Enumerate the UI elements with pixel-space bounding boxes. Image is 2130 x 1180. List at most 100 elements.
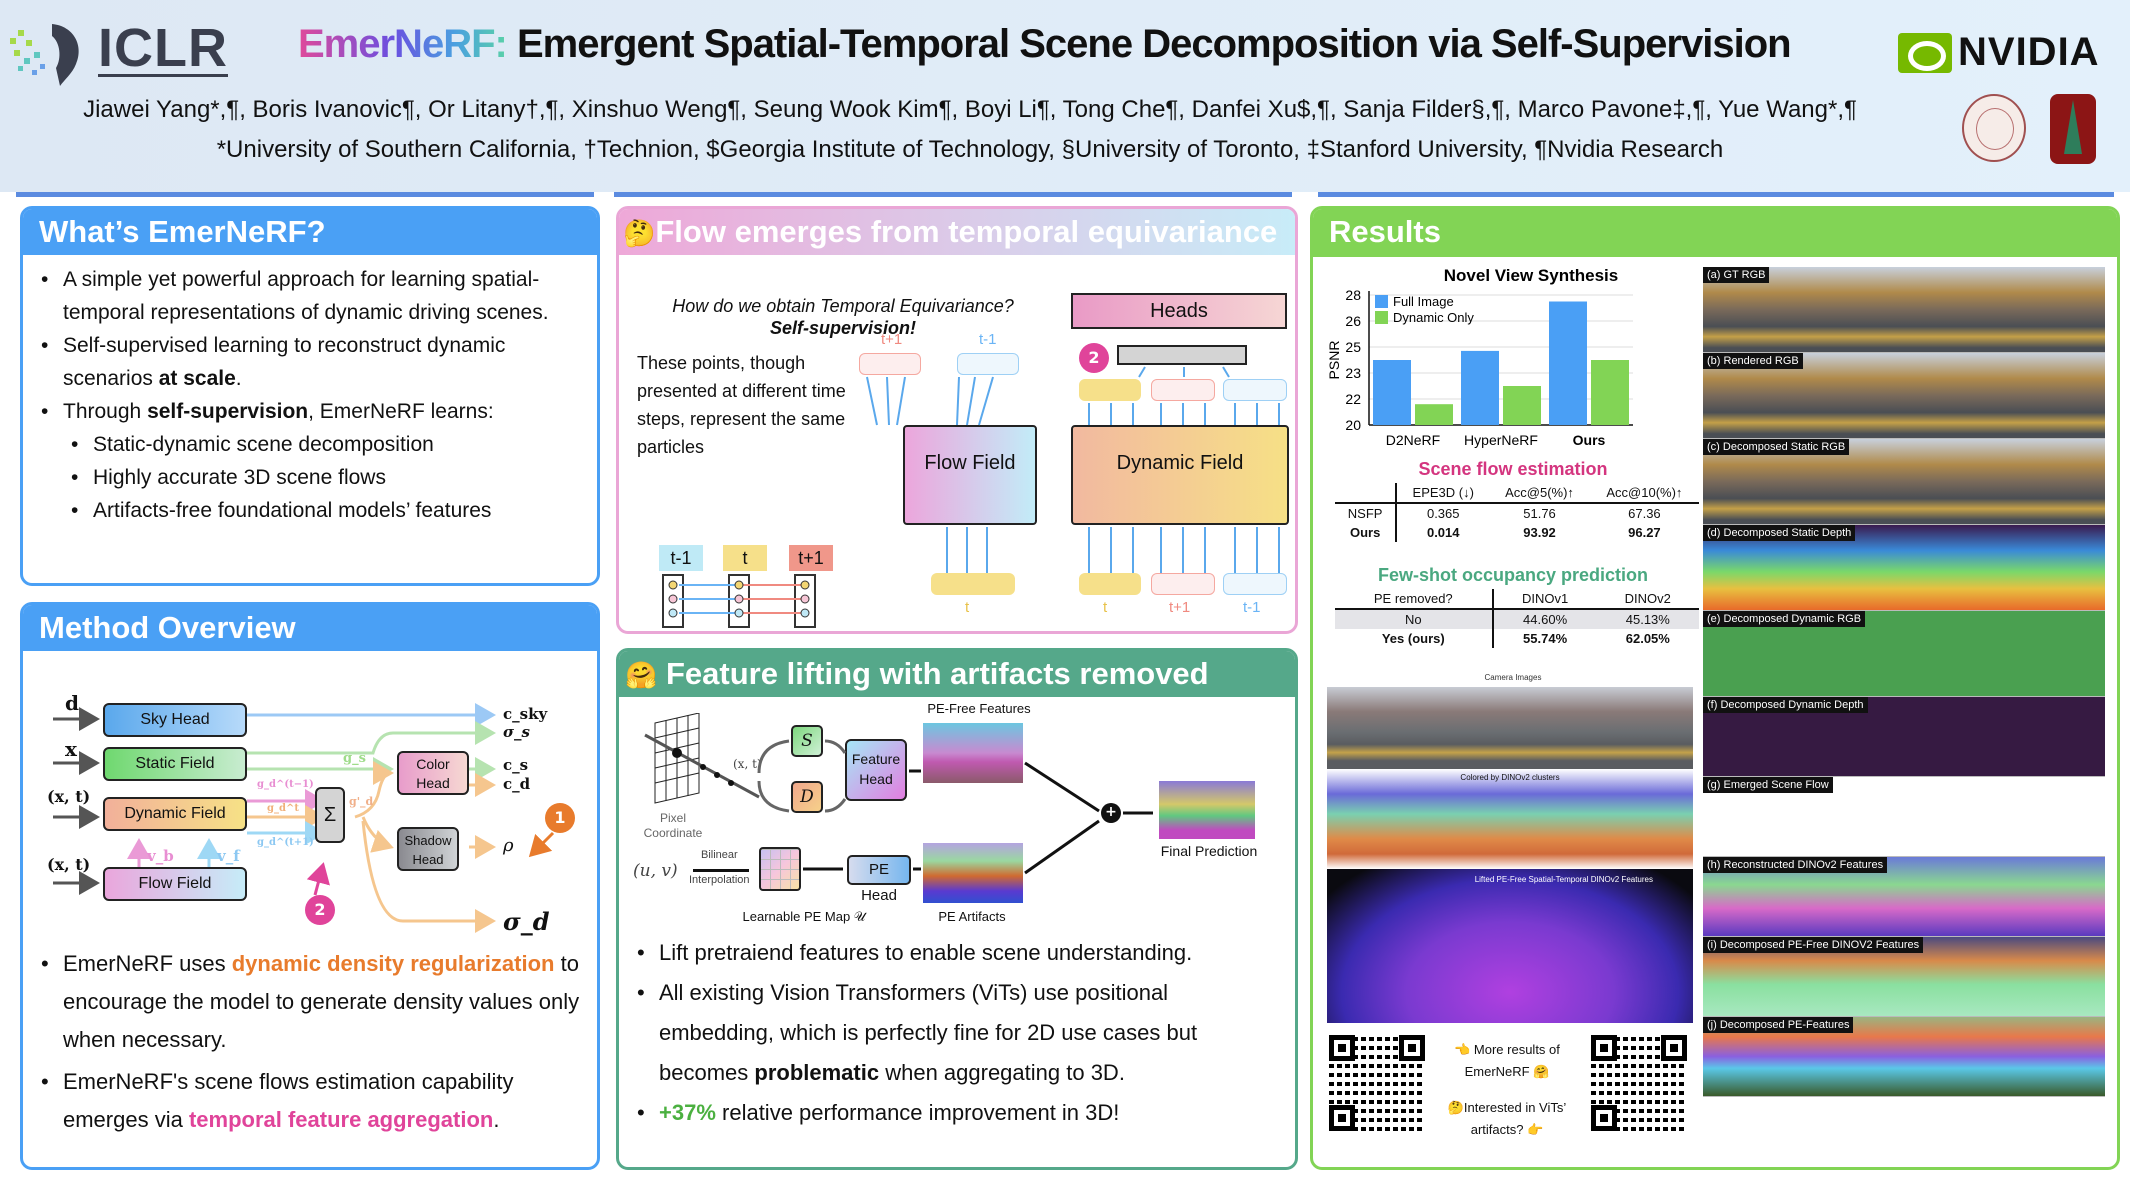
y-tick-label: 25 xyxy=(1345,339,1361,355)
result-strip-image: (e) Decomposed Dynamic RGB xyxy=(1703,611,2105,697)
nvidia-logo: NVIDIA xyxy=(1898,30,2100,75)
poster-header: ICLR EmerNeRF: Emergent Spatial-Temporal… xyxy=(0,0,2130,192)
strip-label: (b) Rendered RGB xyxy=(1703,353,1803,369)
time-label-t: t xyxy=(1103,599,1108,616)
strip-label: (f) Decomposed Dynamic Depth xyxy=(1703,697,1868,713)
camera-images-label: Camera Images xyxy=(1484,673,1542,682)
list-item: Artifacts-free foundational models’ feat… xyxy=(37,494,587,527)
stanford-logo-icon xyxy=(2050,94,2096,164)
method-arrows xyxy=(53,703,555,933)
list-item: All existing Vision Transformers (ViTs) … xyxy=(633,973,1285,1093)
table-header-row: EPE3D (↓)Acc@5(%)↑Acc@10(%)↑ xyxy=(1335,483,1699,504)
conference-name: ICLR xyxy=(98,18,228,78)
list-item: EmerNeRF uses dynamic density regulariza… xyxy=(37,945,583,1059)
list-item: Highly accurate 3D scene flows xyxy=(37,461,587,494)
output-c-s: c_s xyxy=(503,756,529,774)
interpolation-label: Interpolation xyxy=(689,874,750,886)
pe-map-label: Learnable PE Map 𝒰 xyxy=(742,909,866,924)
list-item: Through self-supervision, EmerNeRF learn… xyxy=(37,395,587,428)
bar-full-image xyxy=(1461,350,1499,425)
flow-field-box: Flow Field xyxy=(903,425,1037,525)
table-cell: No xyxy=(1335,609,1494,629)
strip-label: (g) Emerged Scene Flow xyxy=(1703,777,1833,793)
scene-flow-title: Scene flow estimation xyxy=(1418,459,1608,479)
flow-arrows xyxy=(866,366,1280,573)
flow-diagram: How do we obtain Temporal Equivariance? … xyxy=(619,255,1295,631)
title-brand: EmerNeRF: xyxy=(298,22,508,66)
legend-label: Full Image xyxy=(1393,294,1454,309)
result-strip-image: (a) GT RGB xyxy=(1703,267,2105,353)
y-tick-label: 28 xyxy=(1345,287,1361,303)
strip-label: (i) Decomposed PE-Free DINOV2 Features xyxy=(1703,937,1924,953)
result-strip-image: (h) Reconstructed DINOv2 Features xyxy=(1703,857,2105,937)
table-cell: 55.74% xyxy=(1523,631,1568,646)
column-header: PE removed? xyxy=(1335,589,1494,610)
qr-code-results[interactable] xyxy=(1325,1031,1429,1135)
dynamic-field-box: Dynamic Field xyxy=(103,797,247,831)
uv-label: (u, v) xyxy=(633,861,678,881)
result-strip-image: (i) Decomposed PE-Free DINOV2 Features xyxy=(1703,937,2105,1017)
column-divider xyxy=(614,192,1292,197)
y-tick-label: 26 xyxy=(1345,313,1361,329)
particle-group-tm1 xyxy=(957,353,1019,375)
time-label-tp1: t+1 xyxy=(881,331,903,348)
input-x: x xyxy=(65,737,77,761)
particle-group-tm1 xyxy=(1223,573,1287,595)
method-diagram: Sky Head Static Field Dynamic Field Flow… xyxy=(23,651,597,941)
bilinear-label: Bilinear xyxy=(701,849,738,861)
particle-group-tp1 xyxy=(1151,573,1215,595)
pe-head-box: PE Head xyxy=(847,855,911,904)
strip-label: (e) Decomposed Dynamic RGB xyxy=(1703,611,1866,627)
list-item: EmerNeRF's scene flows estimation capabi… xyxy=(37,1063,583,1139)
marker-2: 2 xyxy=(305,895,335,925)
feature-head-box: Feature Head xyxy=(845,739,907,801)
feature-list: A simple yet powerful approach for learn… xyxy=(23,255,597,527)
panel-method-overview: Method Overview xyxy=(20,602,600,1170)
output-sigma-d: σ_d xyxy=(503,907,550,936)
strip-label: (j) Decomposed PE-Features xyxy=(1703,1017,1854,1033)
novel-view-synthesis-chart: Novel View SynthesisPSNR202223252628D2Ne… xyxy=(1326,266,1633,448)
particle-group-tp1 xyxy=(859,353,921,375)
aggregation-sum-box: Σ xyxy=(315,787,345,843)
table-cell: NSFP xyxy=(1335,503,1398,523)
nvidia-eye-icon xyxy=(1898,32,1952,73)
feature-bullets: Lift pretraiend features to enable scene… xyxy=(619,933,1295,1133)
column-header: DINOv2 xyxy=(1596,589,1699,610)
column-divider xyxy=(1318,192,2114,197)
label-g-s: g_s xyxy=(343,751,366,766)
table-cell: 0.365 xyxy=(1426,506,1460,521)
pixel-coordinate-label: Pixel Coordinate xyxy=(643,811,703,840)
output-c-sky: c_sky xyxy=(503,705,548,723)
bar-dynamic-only xyxy=(1503,386,1541,425)
bar-full-image xyxy=(1373,360,1411,425)
table-cell: 93.92 xyxy=(1523,525,1556,540)
vits-artifacts-text: 🤔Interested in ViTs’ artifacts? 👉 xyxy=(1447,1100,1567,1137)
shadow-head-box: Shadow Head xyxy=(397,827,459,871)
bar-dynamic-only xyxy=(1415,404,1453,425)
particle-correspondence-icon xyxy=(662,574,816,628)
pe-artifacts-image xyxy=(923,843,1023,903)
list-item: Self-supervised learning to reconstruct … xyxy=(37,329,587,395)
pe-artifacts-label: PE Artifacts xyxy=(938,909,1006,924)
column-header xyxy=(1335,483,1398,504)
table-cell: Yes (ours) xyxy=(1335,629,1494,648)
feature-arrows xyxy=(757,739,1153,875)
table-cell: 96.27 xyxy=(1628,525,1661,540)
dynamic-field-box: Dynamic Field xyxy=(1071,425,1289,525)
column-divider xyxy=(16,192,594,197)
final-prediction-label: Final Prediction xyxy=(1160,843,1258,859)
strip-label: (a) GT RGB xyxy=(1703,267,1770,283)
table-cell: 51.76 xyxy=(1523,506,1556,521)
qr-code-vits-artifacts[interactable] xyxy=(1587,1031,1691,1135)
pixel-grid-icon xyxy=(644,713,760,804)
table-cell: Ours xyxy=(1335,523,1398,542)
column-header: DINOv1 xyxy=(1492,589,1597,610)
column-header: Acc@5(%)↑ xyxy=(1489,483,1590,504)
table-cell: 44.60% xyxy=(1523,612,1568,627)
legend-label: Dynamic Only xyxy=(1393,310,1474,325)
particle-group-t xyxy=(1079,573,1141,595)
